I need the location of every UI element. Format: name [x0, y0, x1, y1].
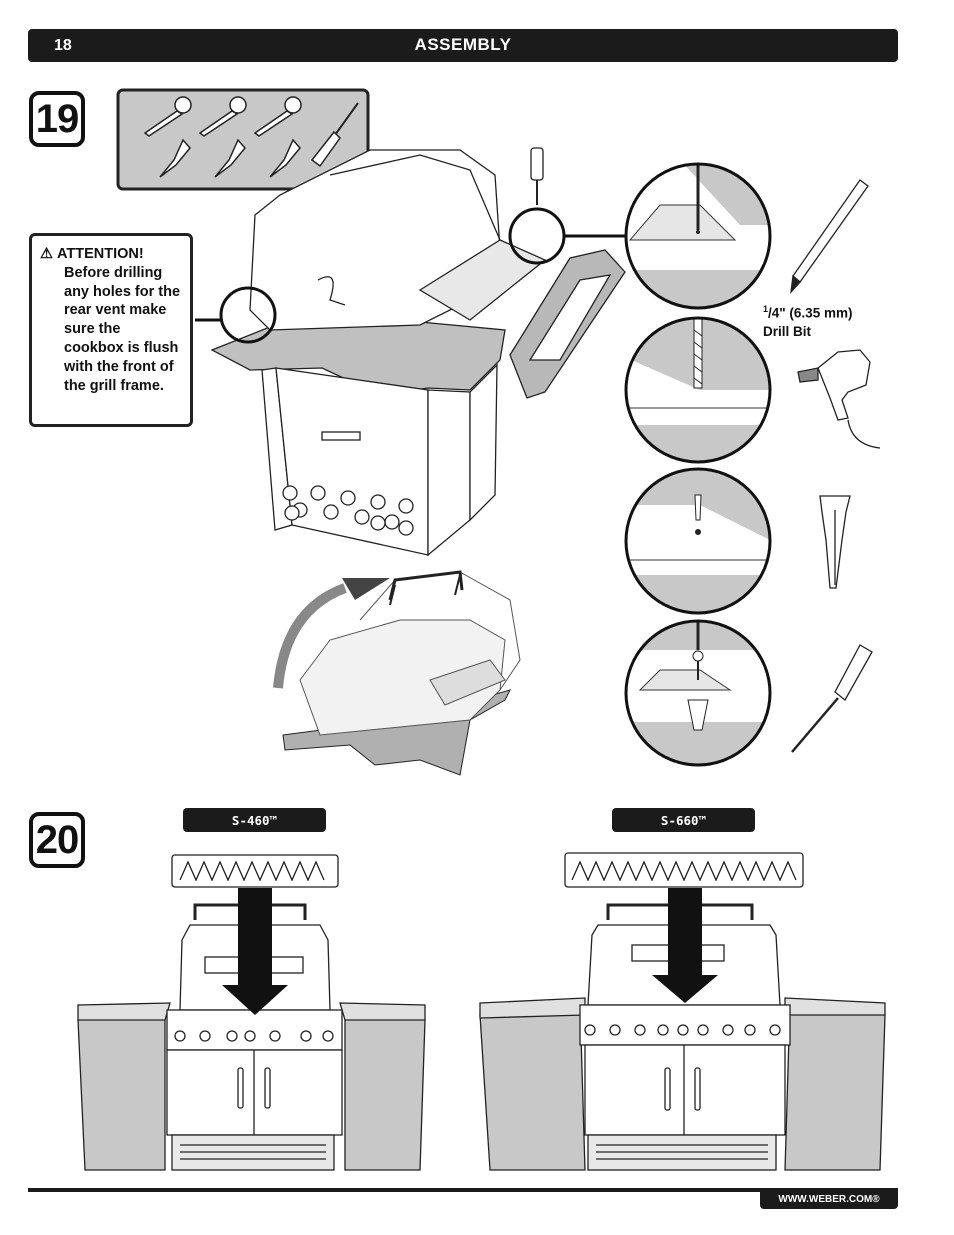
grill-drawing: [210, 147, 626, 557]
warning-triangle-icon: ⚠: [40, 246, 53, 262]
footer-rule: [28, 1188, 898, 1192]
drill-bit-fraction-num: 1: [763, 304, 769, 314]
model-label-s460: S-460™: [183, 808, 326, 832]
pencil-icon: [790, 179, 869, 294]
screwdriver-icon: [310, 102, 359, 168]
header-bar: 18 ASSEMBLY: [28, 29, 898, 62]
rotate-arrow-icon: [273, 583, 347, 689]
drill-bit-label: 1/4" (6.35 mm) Drill Bit: [763, 300, 852, 341]
drill-bit-name: Drill Bit: [763, 323, 812, 339]
anchor-icon: [819, 495, 851, 589]
attention-body: Before drilling any holes for the rear v…: [64, 264, 181, 394]
screwdriver-tool-icon: [791, 644, 873, 753]
detail-circle-drilling: [624, 316, 772, 464]
attention-note: ⚠ATTENTION! Before drilling any holes fo…: [29, 233, 193, 427]
footer-url: WWW.WEBER.COM®: [760, 1189, 898, 1209]
detail-circle-screw: [624, 619, 772, 767]
detail-circle-front: [219, 286, 277, 344]
step-number-19: 19: [29, 91, 85, 147]
model-label-s660: S-660™: [612, 808, 755, 832]
screw-icon: [143, 96, 302, 137]
drill-bit-size: /4" (6.35 mm): [768, 305, 853, 321]
lid-open-drawing: [282, 570, 521, 776]
detail-circle-rear: [508, 207, 566, 265]
page-number: 18: [54, 37, 72, 54]
section-title: ASSEMBLY: [414, 35, 512, 54]
attention-title-row: ⚠ATTENTION!: [40, 245, 182, 264]
detail-circle-marking: [624, 162, 772, 310]
drill-icon: [797, 349, 881, 449]
arrow-head-icon: [342, 578, 390, 600]
attention-title: ATTENTION!: [57, 246, 144, 262]
detail-circle-anchor: [624, 467, 772, 615]
hardware-box: [116, 88, 370, 191]
grill-s460-drawing: [77, 854, 426, 1171]
step-number-20: 20: [29, 812, 85, 868]
wall-anchor-icon: [159, 138, 301, 178]
grill-s660-drawing: [479, 852, 886, 1171]
